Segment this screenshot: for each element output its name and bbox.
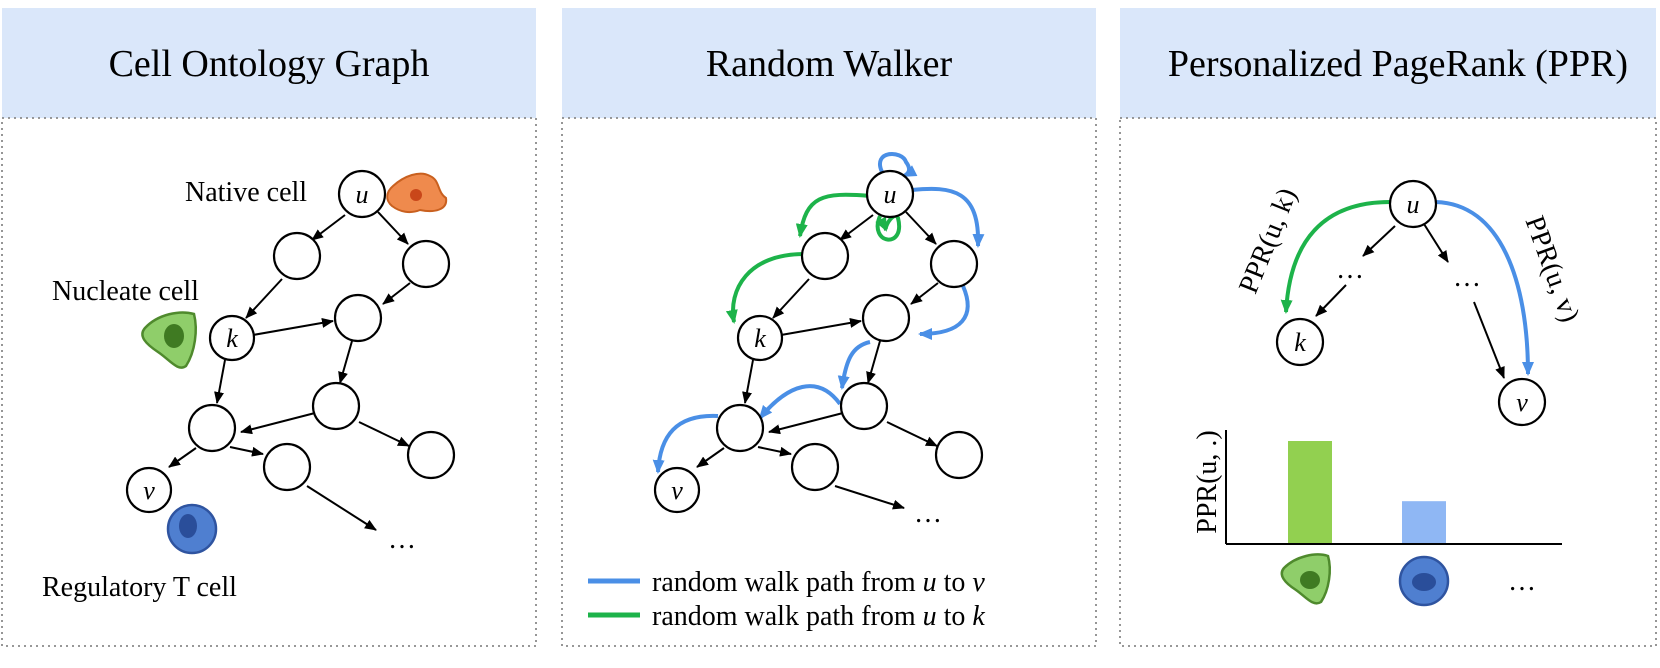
legend-blue-text: random walk path from u to v xyxy=(652,567,985,598)
y-axis-label: PPR(u, .) xyxy=(1192,430,1223,533)
ellipsis: … xyxy=(1336,254,1364,285)
graph-node-u xyxy=(1388,179,1438,229)
node-k-label: k xyxy=(1294,328,1306,357)
ppr-uk-label: PPR(u, k) xyxy=(1233,184,1303,298)
panel-personalized-pagerank: Personalized PageRank (PPR) … … u k v PP… xyxy=(1119,8,1657,647)
node-v-label: v xyxy=(671,476,683,505)
node-v-label: v xyxy=(143,476,155,505)
walker-legend: random walk path from u to v random walk… xyxy=(588,567,985,632)
node-u-label: u xyxy=(356,180,369,209)
panel-cell-ontology-graph: Cell Ontology Graph xyxy=(1,8,537,647)
node-u-label: u xyxy=(884,180,897,209)
nucleate-cell-icon xyxy=(1280,553,1331,605)
regulatory-t-cell-icon xyxy=(1398,555,1450,607)
graph-node-v xyxy=(1497,377,1547,427)
ellipsis: … xyxy=(914,498,942,529)
graph-node xyxy=(715,403,765,453)
native-cell-icon xyxy=(386,172,448,214)
panel-frame xyxy=(1119,117,1657,647)
graph-node xyxy=(401,239,451,289)
graph-node xyxy=(333,293,383,343)
legend-green-text: random walk path from u to k xyxy=(652,601,985,632)
node-u-label: u xyxy=(1407,190,1420,219)
native-cell-label: Native cell xyxy=(185,177,307,208)
graph-edges xyxy=(168,211,411,531)
graph-node-v xyxy=(125,466,173,514)
graph-node xyxy=(406,430,456,480)
panel-header xyxy=(562,8,1096,118)
graph-node xyxy=(800,231,850,281)
ppr-blue-path xyxy=(1435,200,1534,376)
graph-node-v xyxy=(653,466,701,514)
ellipsis: … xyxy=(388,524,416,555)
panel-random-walker: Random Walker xyxy=(561,8,1097,647)
graph-node xyxy=(934,430,984,480)
graph-node xyxy=(861,293,911,343)
graph-node-u xyxy=(865,169,915,219)
graph-nodes xyxy=(125,169,456,514)
graph-node xyxy=(272,231,322,281)
nucleate-cell-icon xyxy=(141,311,197,369)
graph-node xyxy=(311,381,361,431)
bars xyxy=(1288,441,1446,543)
bar-0 xyxy=(1288,441,1332,543)
category-ellipsis: … xyxy=(1508,566,1536,597)
graph-node xyxy=(929,239,979,289)
panel-title: Personalized PageRank (PPR) xyxy=(1168,43,1628,85)
graph-node-u xyxy=(337,169,387,219)
panel-frame xyxy=(561,117,1097,647)
ppr-uv-label: PPR(u, v) xyxy=(1519,212,1586,326)
graph-node xyxy=(187,403,237,453)
ppr-edges xyxy=(1315,223,1505,379)
panel-title: Random Walker xyxy=(706,43,953,85)
regulatory-t-cell-icon xyxy=(166,503,218,555)
graph-node-k xyxy=(736,314,784,362)
node-k-label: k xyxy=(226,324,238,353)
node-k-label: k xyxy=(754,324,766,353)
blue-walk-path xyxy=(652,151,985,474)
panel-title: Cell Ontology Graph xyxy=(109,43,430,85)
graph-node-k xyxy=(1275,317,1325,367)
graph-node xyxy=(790,442,840,492)
ppr-bar-chart: PPR(u, .) … xyxy=(1192,430,1562,607)
green-walk-path xyxy=(725,192,902,324)
walker-nodes xyxy=(653,169,984,514)
graph-node xyxy=(839,381,889,431)
panel-header xyxy=(2,8,536,118)
ppr-green-path xyxy=(1280,200,1391,314)
graph-node-k xyxy=(208,314,256,362)
node-v-label: v xyxy=(1516,388,1528,417)
graph-node xyxy=(262,442,312,492)
regulatory-t-cell-label: Regulatory T cell xyxy=(42,572,237,603)
bar-1 xyxy=(1402,501,1446,543)
panel-header xyxy=(1120,8,1656,118)
ellipsis: … xyxy=(1453,262,1481,293)
walker-edges xyxy=(696,211,939,510)
panel-frame xyxy=(1,117,537,647)
nucleate-cell-label: Nucleate cell xyxy=(52,276,199,307)
